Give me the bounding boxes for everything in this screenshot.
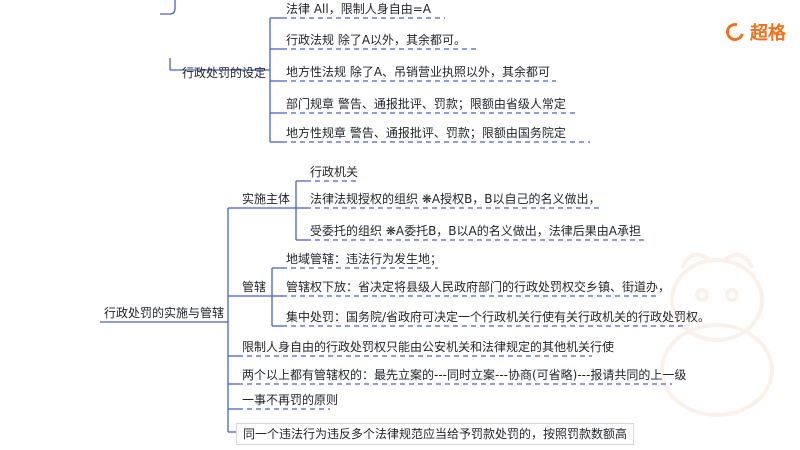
subject-item-authorized-org: 法律法规授权的组织 ❋A授权B，B以自己的名义做出， [310, 192, 601, 206]
subject-item-entrusted-org: 受委托的组织 ❋A委托B，B以A的名义做出，法律后果由A承担 [310, 224, 641, 238]
setting-item-local-rule: 地方性规章 警告、通报批评、罚款；限额由国务院定 [286, 126, 566, 140]
logo-mark-icon [722, 19, 748, 45]
setting-item-department-rule: 部门规章 警告、通报批评、罚款；限额由省级人常定 [286, 97, 566, 111]
setting-item-admin-regulation: 行政法规 除了A以外，其余都可。 [286, 33, 467, 47]
mascot-watermark-icon [660, 252, 774, 417]
rule-personal-freedom: 限制人身自由的行政处罚权只能由公安机关和法律规定的其他机关行使 [242, 340, 615, 354]
rule-multiple-norms: 同一个违法行为违反多个法律规范应当给予罚款处罚的，按照罚款数额高 [236, 423, 635, 445]
subject-title: 实施主体 [242, 192, 291, 206]
rule-no-double-penalty: 一事不再罚的原则 [242, 393, 339, 407]
implementation-title: 行政处罚的实施与管辖 [104, 306, 225, 320]
jurisdiction-item-delegation: 管辖权下放：省决定将县级人民政府部门的行政处罚权交乡镇、街道办， [286, 280, 671, 294]
rule-multiple-jurisdiction: 两个以上都有管辖权的：最先立案的---同时立案---协商(可省略)---报请共同… [242, 368, 687, 382]
jurisdiction-title: 管辖 [242, 280, 267, 294]
setting-item-local-regulation: 地方性法规 除了A、吊销营业执照以外，其余都可 [286, 65, 551, 79]
jurisdiction-item-concentrated: 集中处罚：国务院/省政府可决定一个行政机关行使有关行政机关的行政处罚权。 [286, 310, 711, 324]
brand-logo: 超格 [722, 18, 786, 46]
setting-item-law: 法律 All，限制人身自由=A [286, 2, 431, 16]
jurisdiction-item-territorial: 地域管辖：违法行为发生地； [286, 252, 443, 266]
subject-item-admin-organ: 行政机关 [310, 165, 359, 179]
logo-text: 超格 [750, 23, 786, 44]
penalty-setting-title: 行政处罚的设定 [182, 66, 267, 80]
